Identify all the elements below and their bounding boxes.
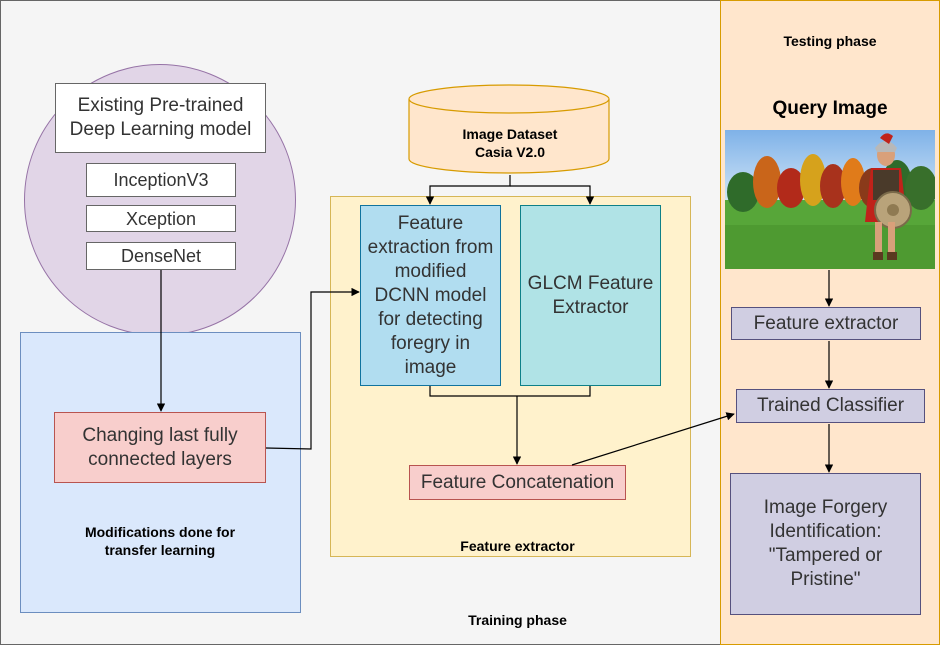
forgery-identification-box: Image Forgery Identification: "Tampered … <box>730 473 921 615</box>
pretrained-model-title: Existing Pre-trained Deep Learning model <box>55 83 266 153</box>
trained-classifier-box: Trained Classifier <box>736 389 925 423</box>
dcnn-feature-extraction-box: Feature extraction from modified DCNN mo… <box>360 205 501 386</box>
dataset-version: Casia V2.0 <box>474 144 546 160</box>
testing-feature-extractor-box: Feature extractor <box>731 307 921 340</box>
glcm-feature-extractor-box: GLCM Feature Extractor <box>520 205 661 386</box>
training-phase-label: Training phase <box>468 612 567 628</box>
model-inceptionv3: InceptionV3 <box>86 163 236 197</box>
query-image <box>725 130 935 269</box>
model-xception: Xception <box>86 205 236 232</box>
model-densenet: DenseNet <box>86 242 236 270</box>
dataset-cylinder <box>408 84 610 174</box>
dataset-name: Image Dataset <box>462 126 558 142</box>
transfer-learning-caption: Modifications done for transfer learning <box>84 524 236 558</box>
testing-phase-label: Testing phase <box>783 33 877 49</box>
query-image-title: Query Image <box>772 98 888 119</box>
changing-layers-box: Changing last fully connected layers <box>54 412 266 483</box>
feature-extractor-caption: Feature extractor <box>460 538 575 554</box>
feature-concatenation-box: Feature Concatenation <box>409 465 626 500</box>
